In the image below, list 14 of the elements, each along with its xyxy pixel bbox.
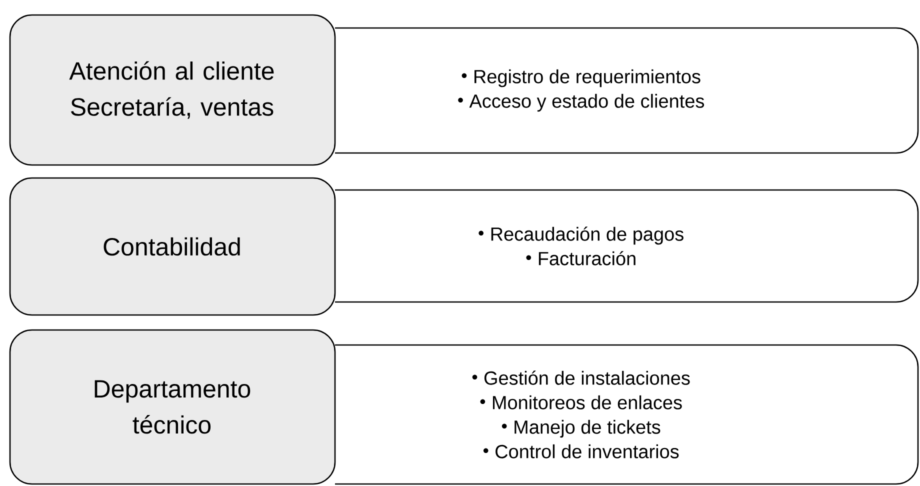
category-box: Contabilidad <box>9 177 336 316</box>
node-label: Facturación <box>538 251 636 266</box>
list-box: Gestión de instalaciones Monitoreos de enlaces Manejo de tickets Control de inventarios <box>335 344 919 485</box>
list-box: Registro de requerimientos Acceso y estado de clientes <box>335 27 919 154</box>
node-label: Registro de requerimientos <box>474 69 700 88</box>
category-box: Atención al cliente Secretaría, ventas <box>9 14 336 166</box>
node-label: Acceso y estado de clientes <box>469 94 704 112</box>
node-label: Recaudación de pagos <box>491 226 684 245</box>
node-label: Gestión de instalaciones <box>484 370 690 385</box>
node-label: Manejo de tickets <box>514 420 660 438</box>
list-box: Recaudación de pagos Facturación <box>335 189 919 303</box>
node-label: Control de inventarios <box>496 444 679 458</box>
node-label: Monitoreos de enlaces <box>492 395 682 410</box>
category-box: Departamento técnico <box>9 329 336 485</box>
